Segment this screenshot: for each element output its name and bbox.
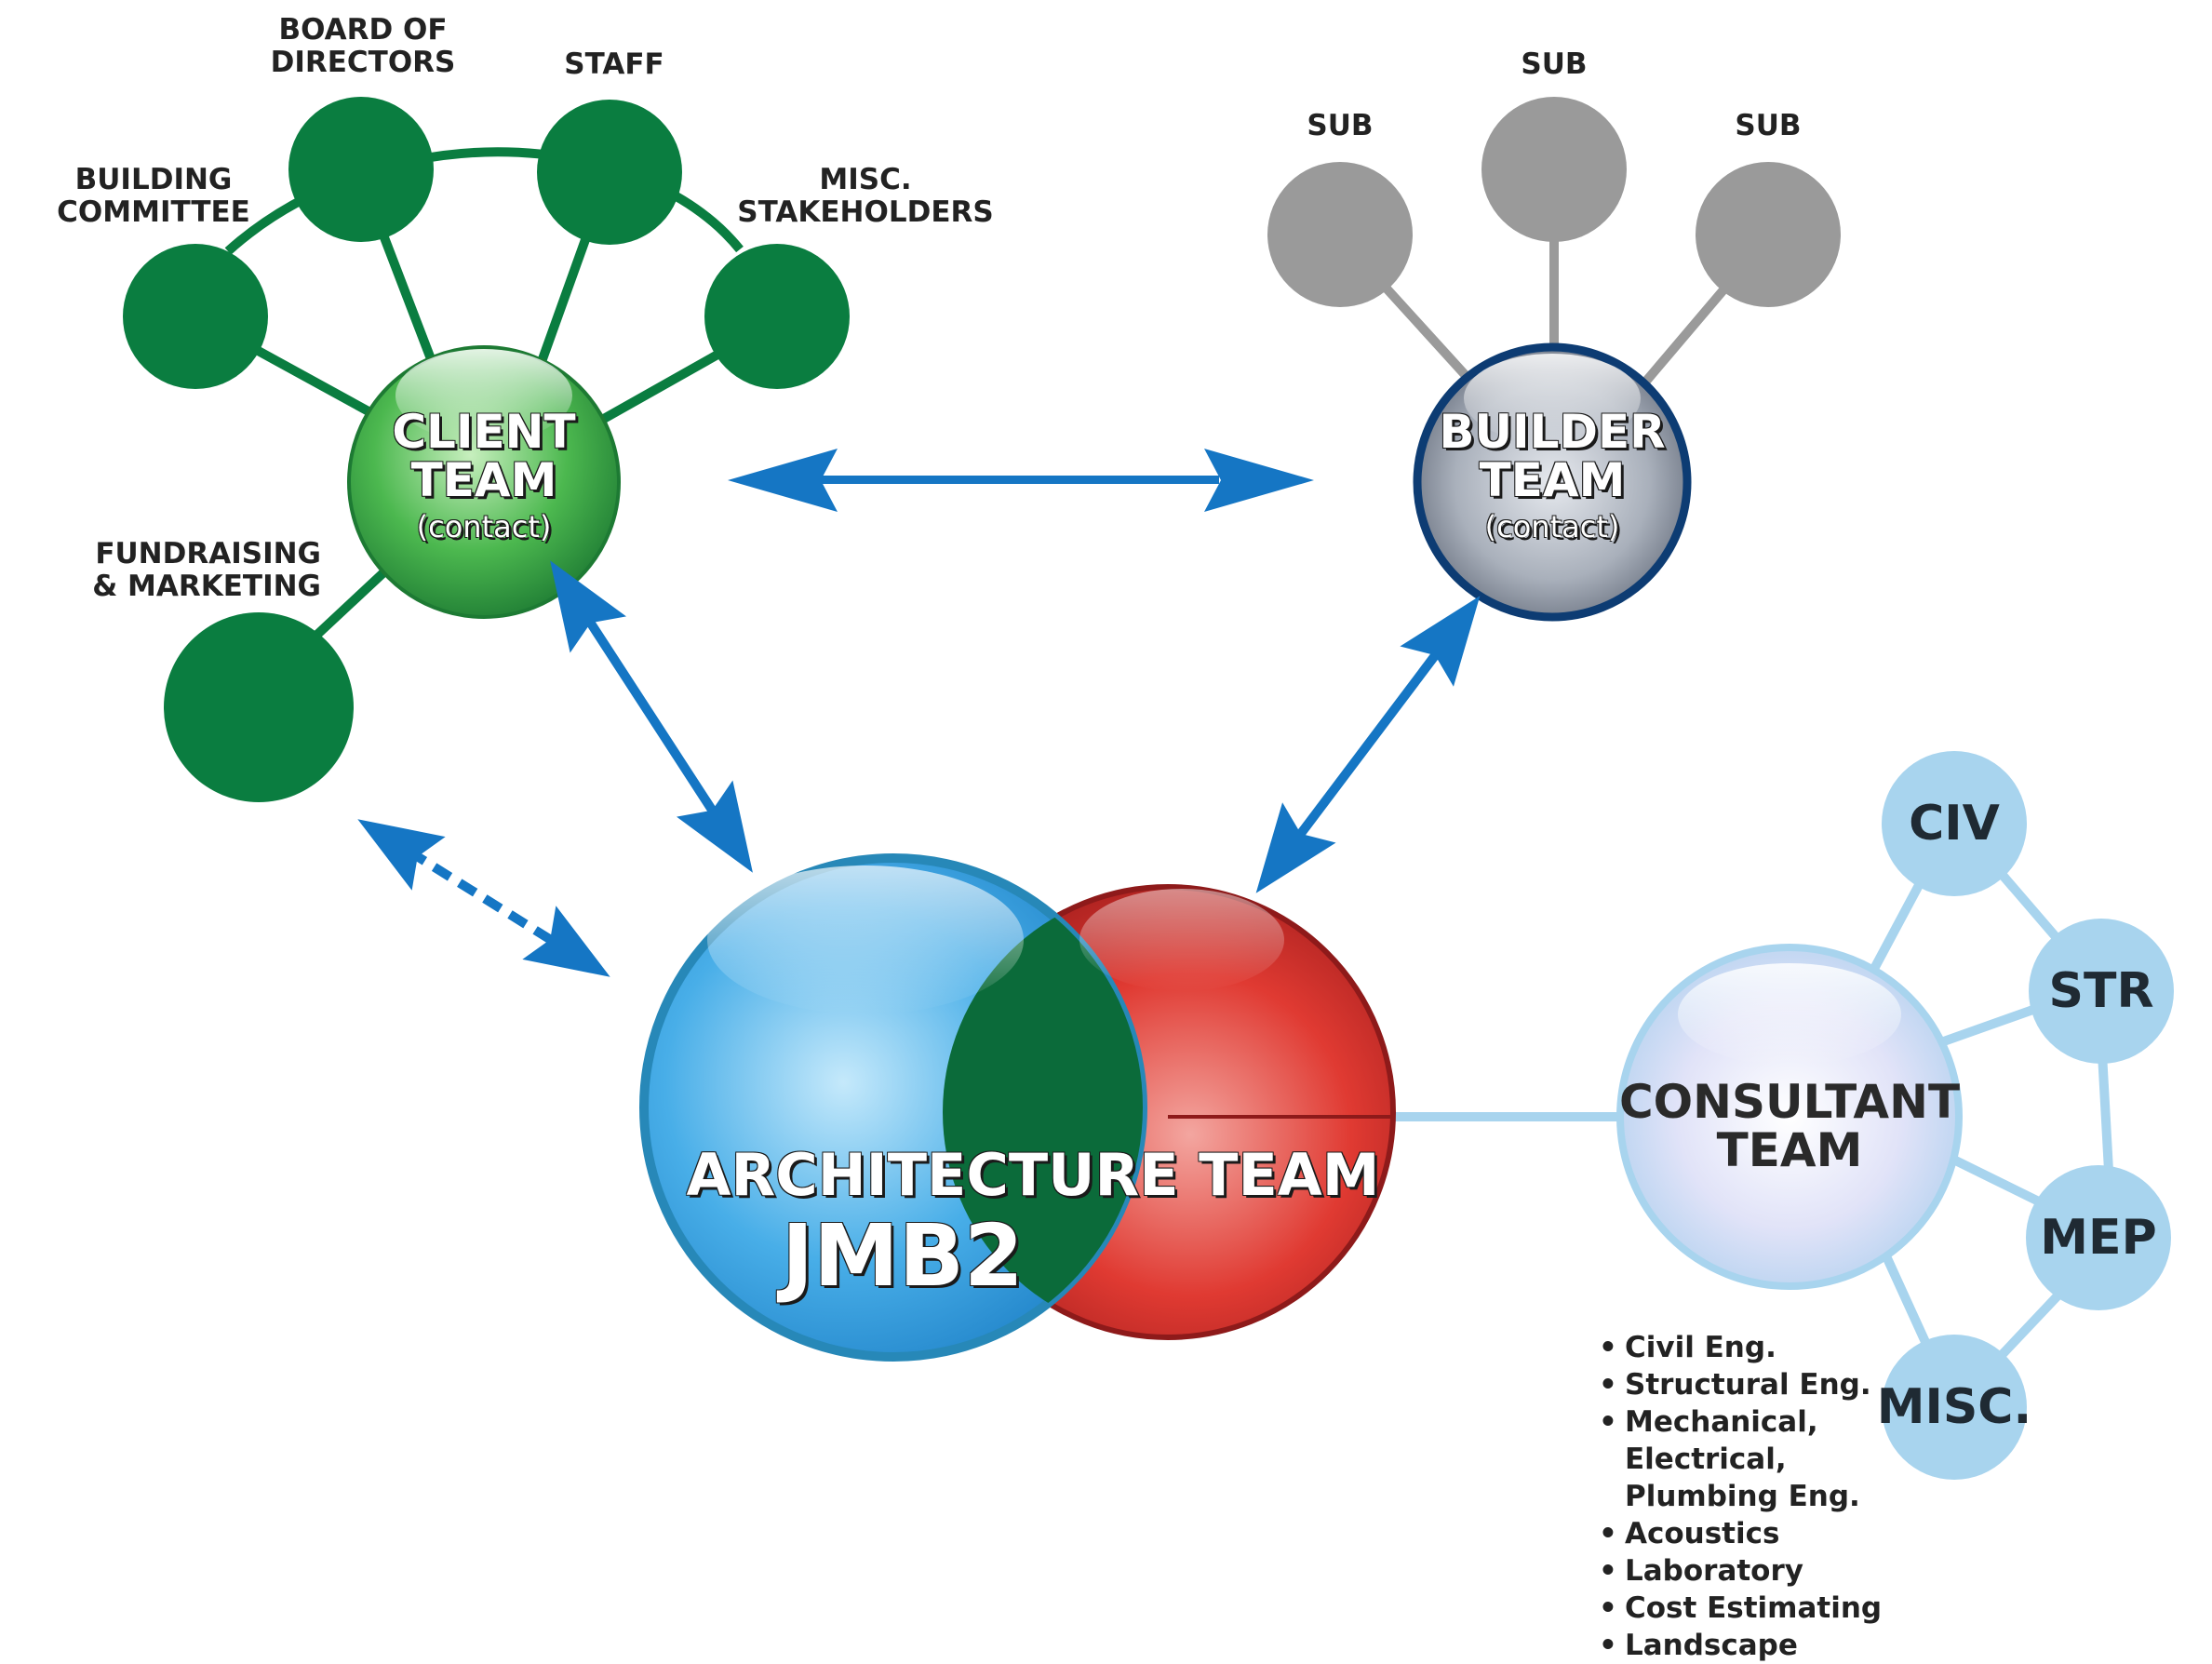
misc-node [1882,1335,2027,1480]
builder-team-title-line2: TEAM [1479,453,1626,507]
civ-node [1882,751,2027,896]
service-item: Laboratory [1599,1552,1882,1590]
service-item: Cost Estimating [1599,1590,1882,1627]
building-committee-node [123,244,268,389]
client-team-title: CLIENT TEAM (contact) [372,408,596,549]
sub-label-left: SUB [1307,109,1374,142]
building-committee-label: BUILDING COMMITTEE [57,163,250,229]
sub-label-center: SUB [1521,47,1588,81]
service-item: Civil Eng. [1599,1329,1882,1366]
str-node-label: STR [2048,963,2154,1019]
builder-team-contact: (contact) [1484,509,1620,544]
architecture-team-bubbles [639,853,1396,1362]
board-of-directors-label: BOARD OF DIRECTORS [270,13,456,79]
client-team-bubble [347,345,621,619]
builder-team-bubble [1413,342,1692,622]
misc-node-label: MISC. [1876,1379,2032,1435]
sub-node-center [1481,97,1627,242]
architecture-team-name: JMB2 [782,1206,1024,1306]
board-of-directors-node [288,97,434,242]
client-team-title-line1: CLIENT [392,405,576,459]
client-team-title-line2: TEAM [410,453,557,507]
misc-stakeholders-label: MISC. STAKEHOLDERS [737,163,994,229]
client-builder-arrow [728,449,1314,512]
builder-architecture-arrow [1255,596,1481,893]
staff-node [537,100,682,245]
service-item: Acoustics [1599,1515,1882,1552]
client-team-contact: (contact) [416,509,552,544]
architecture-team-title: ARCHITECTURE TEAM [686,1141,1380,1209]
mep-node [2026,1165,2171,1310]
architecture-overlap [943,887,1143,1337]
service-item: Mechanical, Electrical, Plumbing Eng. [1599,1403,1882,1515]
consultant-team-title: CONSULTANT TEAM [1613,1078,1966,1174]
staff-label: STAFF [564,47,664,81]
mep-node-label: MEP [2040,1210,2157,1266]
builder-team-title: BUILDER TEAM (contact) [1422,408,1682,549]
client-architecture-arrow [550,560,753,873]
misc-stakeholders-node [704,244,850,389]
service-item: Structural Eng. [1599,1366,1882,1403]
builder-team-title-line1: BUILDER [1439,405,1666,459]
consultant-team-bubble [1616,944,1963,1290]
fundraising-marketing-node [164,612,354,802]
civ-node-label: CIV [1909,796,2000,852]
sub-label-right: SUB [1735,109,1802,142]
sub-node-left [1267,162,1413,307]
service-item: Landscape [1599,1627,1882,1664]
consultant-services-list: Civil Eng. Structural Eng. Mechanical, E… [1599,1329,1882,1664]
consultant-team-title-line2: TEAM [1716,1123,1863,1177]
fundraising-marketing-label: FUNDRAISING & MARKETING [92,537,321,603]
consultant-team-title-line1: CONSULTANT [1618,1075,1961,1129]
sub-node-right [1696,162,1841,307]
str-node [2029,919,2174,1064]
fundraising-architecture-dashed-arrow [357,819,610,977]
arrows [357,449,1481,977]
